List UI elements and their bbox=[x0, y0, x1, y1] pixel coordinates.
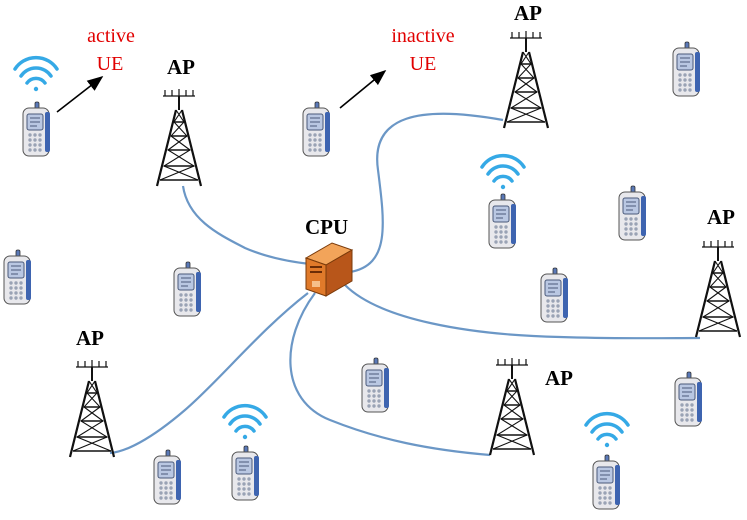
mobile-phone-icon bbox=[540, 267, 569, 323]
ue-label: UE bbox=[97, 53, 124, 75]
mobile-phone-icon bbox=[674, 371, 703, 427]
mobile-phone-icon bbox=[592, 454, 621, 510]
wifi-signal-icon bbox=[480, 153, 526, 191]
fronthaul-links bbox=[109, 112, 701, 457]
ap-topleft: AP bbox=[155, 55, 203, 188]
inactive-ue-annotation: inactive UE bbox=[339, 25, 455, 109]
inactive-label: inactive bbox=[391, 25, 454, 47]
mobile-phone-icon bbox=[173, 261, 202, 317]
link-ap-bottom bbox=[289, 292, 491, 457]
active-ue-annotation: active UE bbox=[56, 25, 135, 113]
arrow bbox=[56, 76, 104, 113]
mobile-phone-icon bbox=[488, 193, 517, 249]
ap-label: AP bbox=[76, 326, 104, 350]
radio-tower-icon bbox=[694, 238, 742, 339]
link-ap-topright bbox=[349, 112, 504, 274]
radio-tower-icon bbox=[502, 29, 550, 130]
radio-tower-icon bbox=[68, 358, 116, 459]
mobile-phone-icon bbox=[672, 41, 701, 97]
link-ap-right bbox=[344, 284, 701, 340]
mobile-phone-icon bbox=[302, 101, 331, 157]
active-label: active bbox=[87, 25, 135, 47]
wifi-signal-icon bbox=[222, 403, 268, 441]
mobile-phone-icon bbox=[153, 449, 182, 505]
ap-label: AP bbox=[514, 1, 542, 25]
wifi-signal-icon bbox=[13, 55, 59, 93]
arrow bbox=[339, 69, 387, 109]
server-icon bbox=[304, 242, 354, 297]
cpu-node: CPU bbox=[304, 215, 354, 297]
link-ap-topleft bbox=[181, 185, 311, 266]
wifi-signal-icon bbox=[584, 411, 630, 449]
ap-right: AP bbox=[694, 205, 742, 339]
cpu-label: CPU bbox=[305, 215, 348, 239]
ap-label: AP bbox=[167, 55, 195, 79]
mobile-phone-icon bbox=[231, 445, 260, 501]
mobile-phone-icon bbox=[22, 101, 51, 157]
ap-bottom: AP bbox=[488, 356, 573, 457]
ap-topright: AP bbox=[502, 1, 550, 130]
radio-tower-icon bbox=[488, 356, 536, 457]
mobile-phone-icon bbox=[361, 357, 390, 413]
mobile-phone-icon bbox=[618, 185, 647, 241]
ap-bottomleft: AP bbox=[68, 326, 116, 459]
ue-label: UE bbox=[410, 53, 437, 75]
radio-tower-icon bbox=[155, 87, 203, 188]
link-ap-bottomleft bbox=[109, 292, 309, 455]
ap-label: AP bbox=[707, 205, 735, 229]
ap-label: AP bbox=[545, 366, 573, 390]
mobile-phone-icon bbox=[3, 249, 32, 305]
